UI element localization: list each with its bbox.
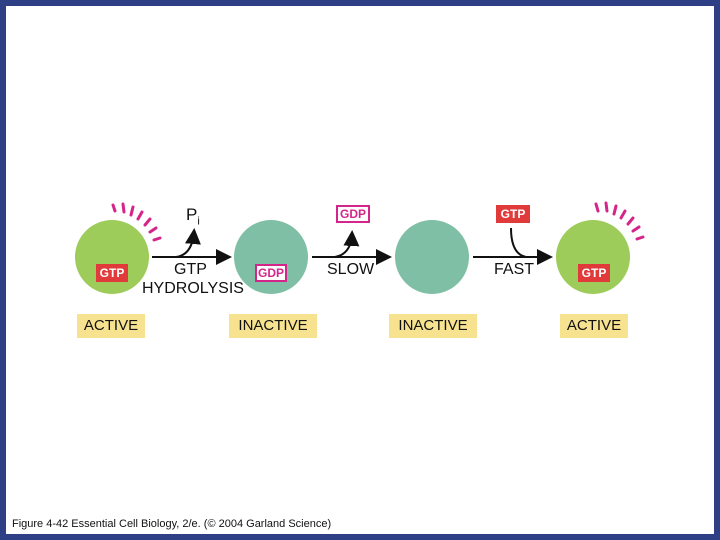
protein-circle-inactive-3: [395, 220, 469, 294]
hydrolysis-label-line2: HYDROLYSIS: [142, 280, 244, 297]
gdp-tag-stage-2: GDP: [255, 264, 287, 282]
slow-label: SLOW: [327, 261, 375, 278]
state-box-inactive-3: INACTIVE: [389, 314, 477, 338]
arrow-fast: [473, 227, 553, 265]
arrow-gtp-hydrolysis: [152, 228, 232, 265]
gtp-label-line1: GTP: [174, 261, 207, 278]
gtp-added-tag: GTP: [496, 205, 530, 223]
activity-marks-4: [594, 201, 645, 241]
protein-circle-inactive-2: [234, 220, 308, 294]
state-box-inactive-2: INACTIVE: [229, 314, 317, 338]
phosphate-subscript: i: [197, 215, 200, 228]
activity-marks-1: [111, 202, 162, 242]
arrow-slow: [312, 230, 392, 265]
fast-label: FAST: [494, 261, 535, 278]
figure-caption: Figure 4-42 Essential Cell Biology, 2/e.…: [12, 518, 332, 530]
protein-circle-active-4: [556, 220, 630, 294]
gtp-tag-stage-1: GTP: [96, 264, 128, 282]
state-box-active-4: ACTIVE: [560, 314, 628, 338]
phosphate-symbol: P: [186, 205, 198, 224]
gdp-released-tag: GDP: [336, 205, 370, 223]
state-box-active-1: ACTIVE: [77, 314, 145, 338]
protein-circle-active-1: [75, 220, 149, 294]
phosphate-released-label: Pi: [186, 206, 200, 230]
gtp-tag-stage-4: GTP: [578, 264, 610, 282]
